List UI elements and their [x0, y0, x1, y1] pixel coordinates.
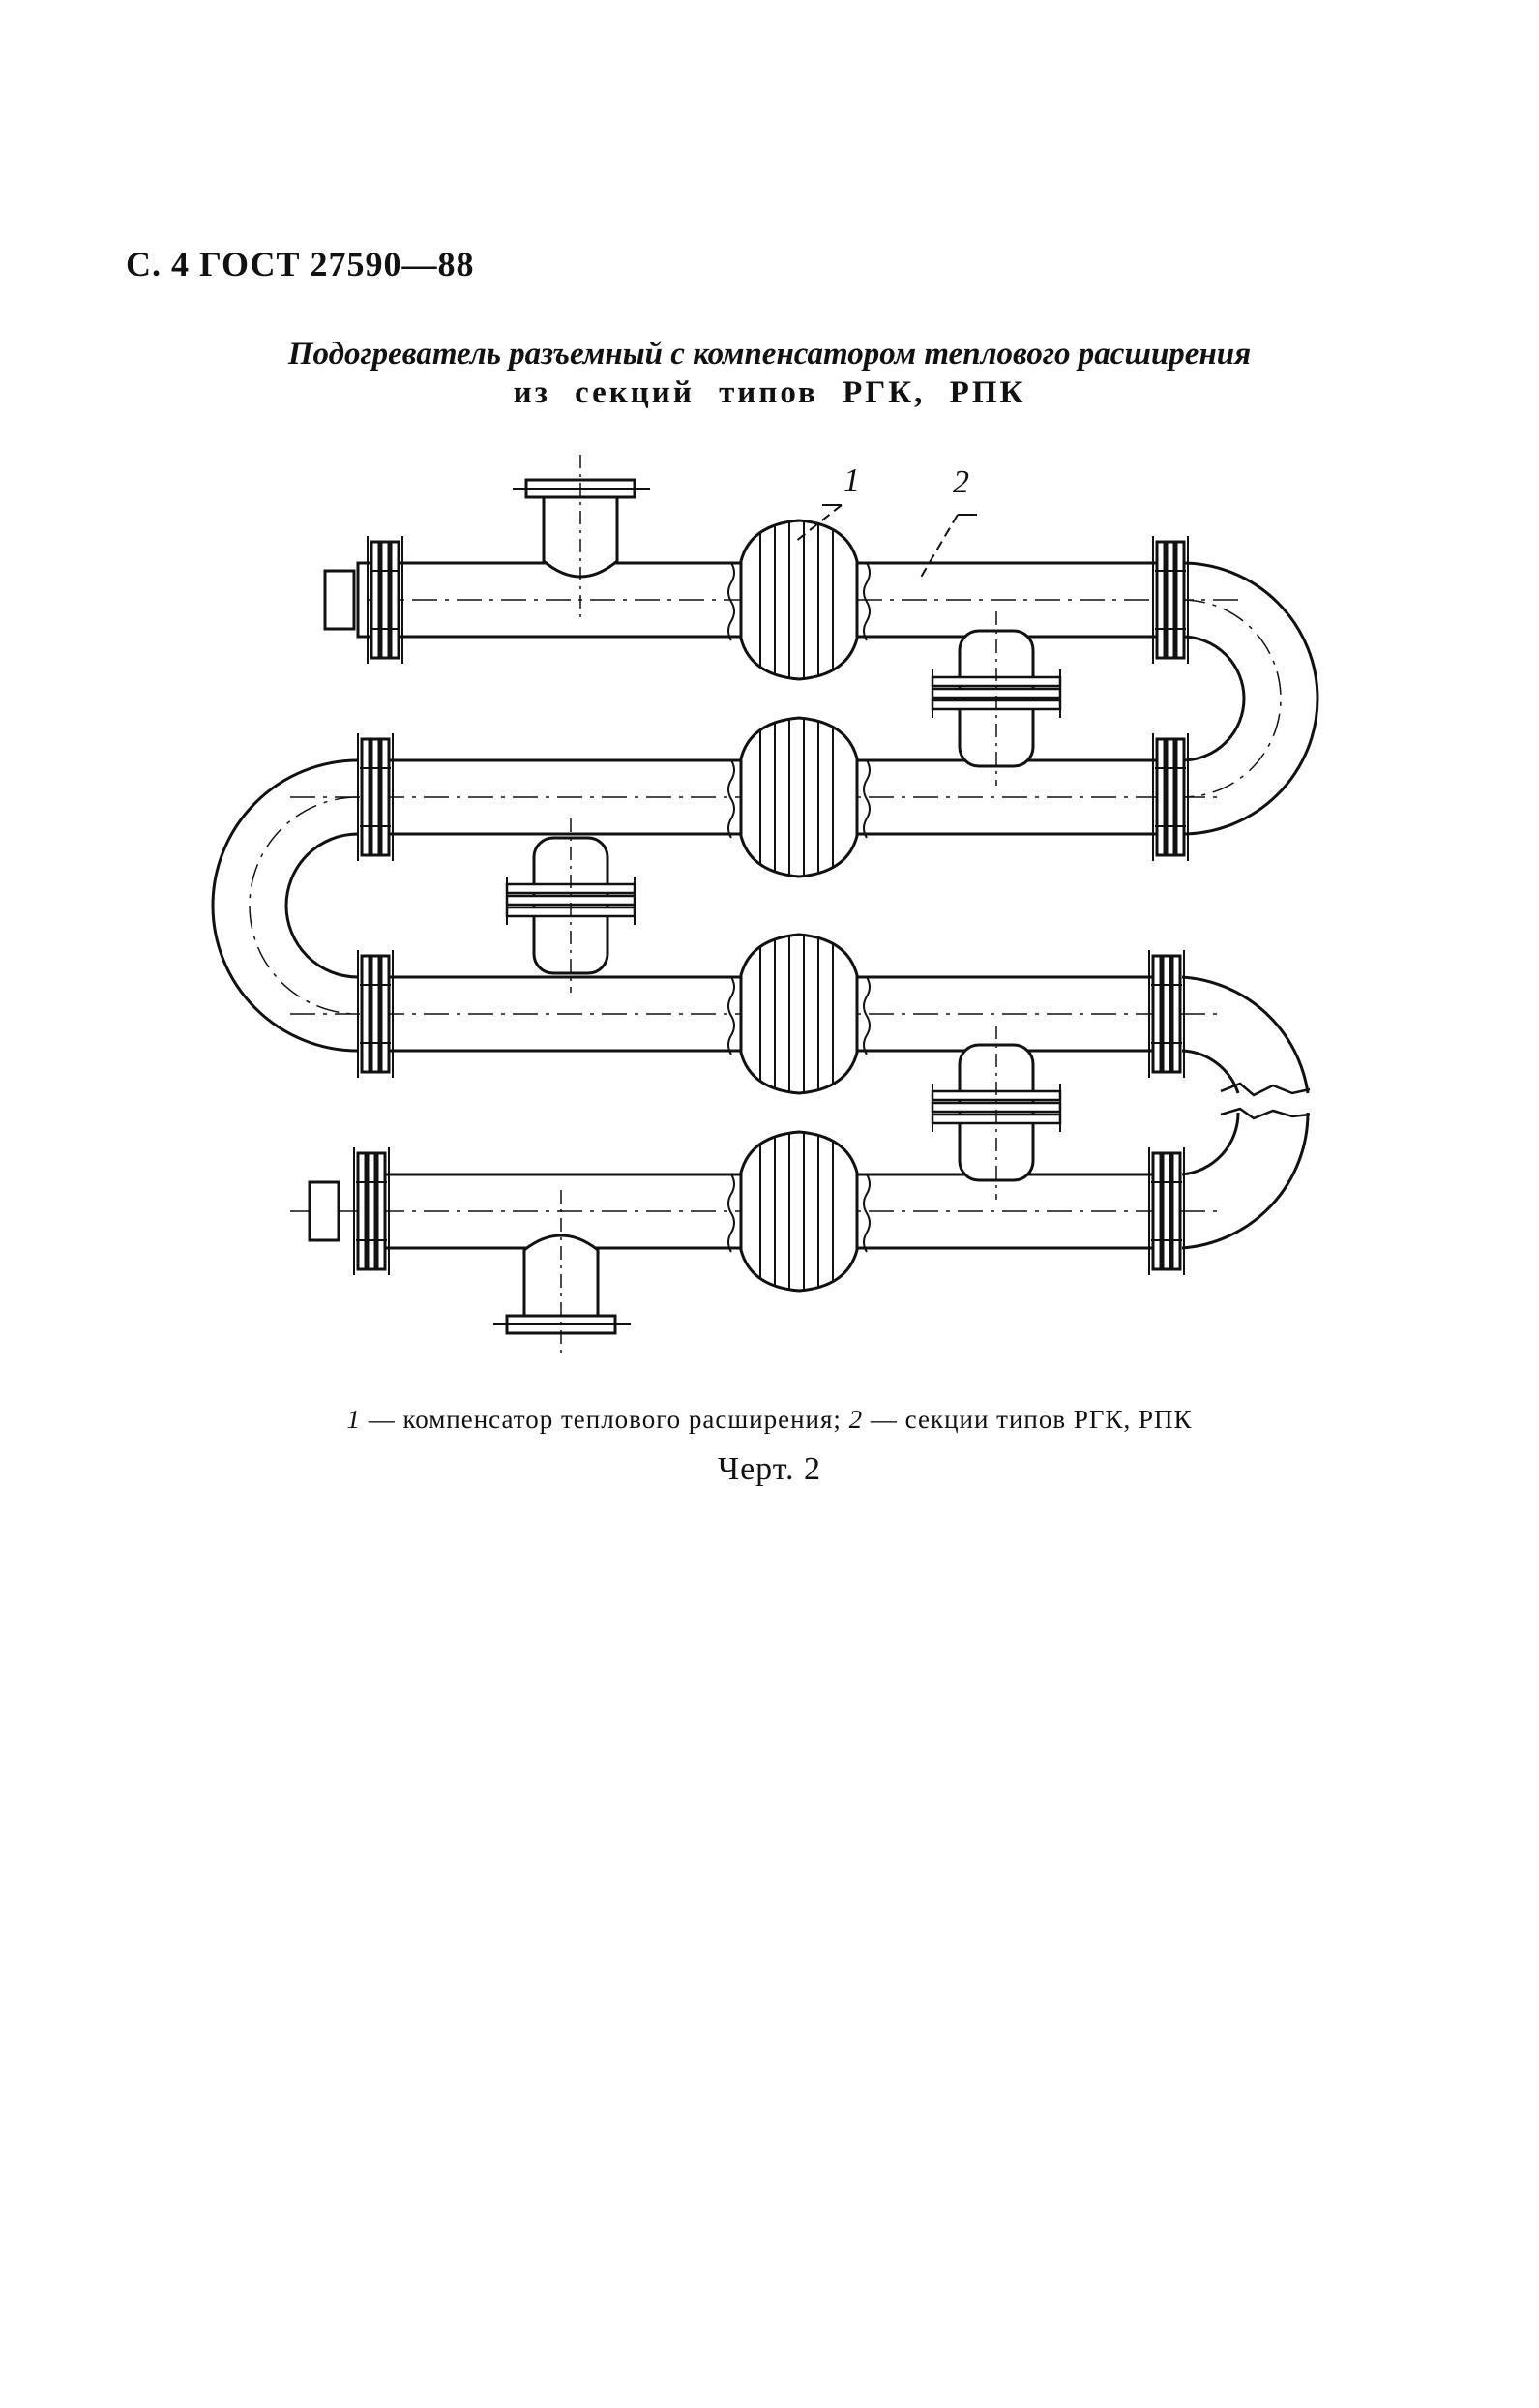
- figure-legend: 1 — компенсатор теплового расширения; 2 …: [0, 1405, 1539, 1435]
- callout-2: 2: [953, 464, 969, 500]
- callout-1: 1: [843, 462, 860, 498]
- figure-title-line1: Подогреватель разъемный с компенсатором …: [287, 337, 1252, 372]
- figure-label: Черт. 2: [717, 1451, 822, 1487]
- legend-num-2: 2: [848, 1405, 864, 1434]
- figure-title-line2: из секций типов РГК, РПК: [513, 375, 1026, 410]
- legend-text-1: — компенсатор теплового расширения;: [360, 1405, 849, 1434]
- page-header: С. 4 ГОСТ 27590—88: [126, 245, 475, 283]
- legend-text-2: — секции типов РГК, РПК: [863, 1405, 1193, 1434]
- legend-num-1: 1: [346, 1405, 361, 1434]
